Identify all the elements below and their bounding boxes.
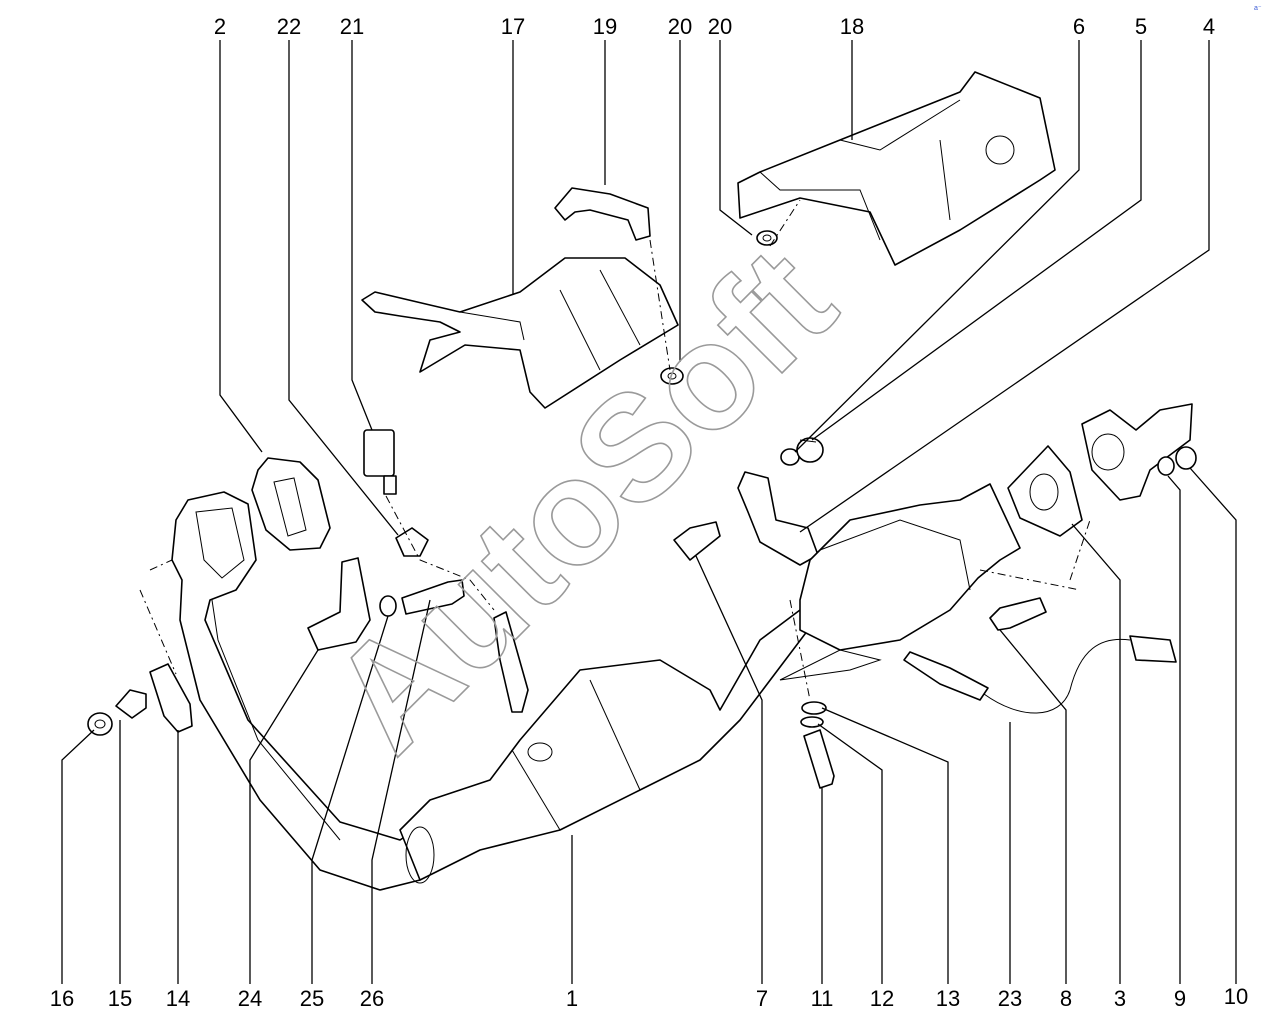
part-rear-flange xyxy=(1081,403,1193,501)
callout-11: 11 xyxy=(811,986,834,1011)
callout-3: 3 xyxy=(1114,986,1126,1011)
callout-24: 24 xyxy=(238,986,262,1011)
part-22-clip xyxy=(395,527,429,557)
callout-12: 12 xyxy=(870,986,894,1011)
part-12-washer xyxy=(800,716,824,728)
callout-7: 7 xyxy=(756,986,768,1011)
part-17-front-heat-shield xyxy=(361,257,679,409)
part-13-washer xyxy=(801,701,827,715)
part-15-stud xyxy=(115,689,147,719)
part-2-gasket xyxy=(251,457,331,551)
part-front-oxygen-sensor xyxy=(493,611,529,713)
part-21-sensor-boss xyxy=(363,429,397,495)
callout-20-front: 20 xyxy=(668,14,692,39)
part-9-nut xyxy=(1157,456,1175,476)
callout-21: 21 xyxy=(340,14,364,39)
part-16-nut xyxy=(87,712,113,736)
callout-26: 26 xyxy=(360,986,384,1011)
callout-23: 23 xyxy=(998,986,1022,1011)
part-26-bolt xyxy=(401,579,465,615)
callout-9: 9 xyxy=(1174,986,1186,1011)
part-19-bracket xyxy=(554,187,651,241)
part-10-sleeve xyxy=(1175,446,1197,470)
part-4-bracket xyxy=(737,471,819,566)
callout-14: 14 xyxy=(166,986,190,1011)
callout-19: 19 xyxy=(593,14,617,39)
assembly-axis-lines xyxy=(139,199,1091,701)
part-7-bolt xyxy=(673,521,721,561)
callout-22: 22 xyxy=(277,14,301,39)
callout-16: 16 xyxy=(50,986,74,1011)
callout-leader-lines xyxy=(61,40,1237,984)
callout-5: 5 xyxy=(1135,14,1147,39)
callout-17: 17 xyxy=(501,14,525,39)
callouts-top: 2 22 21 17 19 20 20 18 6 5 4 xyxy=(214,14,1215,39)
part-downpipe xyxy=(171,491,431,891)
callout-20-rear: 20 xyxy=(708,14,732,39)
part-18-rear-heat-shield xyxy=(737,71,1056,266)
part-20-nut-front xyxy=(660,367,684,385)
part-11-bolt xyxy=(803,729,835,789)
callout-2: 2 xyxy=(214,14,226,39)
callout-4: 4 xyxy=(1203,14,1215,39)
part-8-bolt xyxy=(989,597,1047,631)
part-24-bracket xyxy=(307,557,371,651)
part-20-nut-rear xyxy=(756,230,778,246)
part-23-oxygen-sensor xyxy=(903,635,1177,714)
part-3-gasket xyxy=(1007,445,1083,537)
callout-8: 8 xyxy=(1060,986,1072,1011)
part-rear-converter xyxy=(779,483,1021,681)
callout-15: 15 xyxy=(108,986,132,1011)
callout-13: 13 xyxy=(936,986,960,1011)
part-5-spacer xyxy=(796,437,824,463)
callouts-bottom: 16 15 14 24 25 26 1 7 11 12 13 23 8 3 9 … xyxy=(50,984,1248,1011)
callout-18: 18 xyxy=(840,14,864,39)
callout-6: 6 xyxy=(1073,14,1085,39)
callout-25: 25 xyxy=(300,986,324,1011)
callout-10: 10 xyxy=(1224,984,1248,1009)
corner-mark: a⁻ xyxy=(1254,5,1262,12)
callout-1: 1 xyxy=(566,986,578,1011)
part-14-plate xyxy=(149,663,193,733)
